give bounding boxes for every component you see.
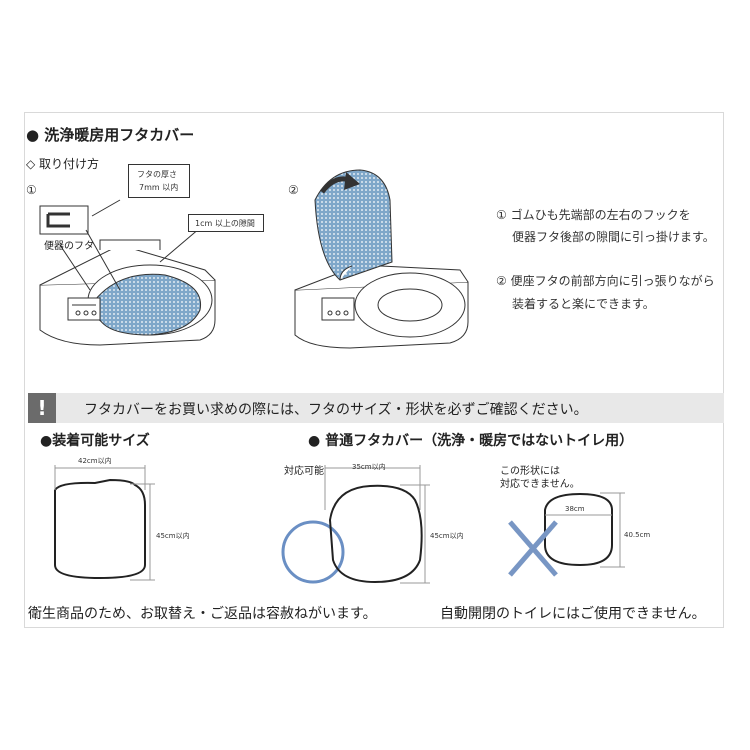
step1-number: ① — [26, 183, 37, 197]
step1-callout-lines — [39, 199, 201, 291]
footer-right-note: 自動開閉のトイレにはご使用できません。 — [440, 606, 706, 622]
incompatible-height-label: 40.5cm — [624, 531, 651, 539]
instruction-line-1: ① ゴムひも先端部の左右のフックを — [496, 208, 691, 222]
content-frame — [24, 112, 724, 628]
compatible-height-label: 45cm以内 — [430, 532, 464, 540]
gap-callout-box: 1cm 以上の隙間 — [188, 214, 264, 232]
incompatible-label-1: この形状には — [500, 466, 560, 477]
compatible-width-label: 35cm以内 — [352, 463, 386, 471]
warning-text: フタカバーをお買い求めの際には、フタのサイズ・形状を必ずご確認ください。 — [84, 402, 588, 418]
fit-size-diagram — [54, 465, 155, 581]
instruction-line-3: ② 便座フタの前部方向に引っ張りながら — [496, 274, 715, 288]
compatible-label: 対応可能 — [284, 466, 324, 477]
fit-size-title: ●装着可能サイズ — [40, 433, 150, 449]
incompatible-diagram — [508, 492, 625, 577]
thickness-callout-line1: フタの厚さ — [137, 170, 177, 179]
section-title: ● 洗浄暖房用フタカバー — [26, 126, 195, 144]
fit-width-label: 42cm以内 — [78, 457, 112, 465]
incompatible-label-2: 対応できません。 — [500, 479, 580, 490]
toilet-step2-illustration — [294, 169, 469, 349]
thickness-callout-line2: 7mm 以内 — [139, 183, 179, 192]
instruction-line-2: 便器フタ後部の隙間に引っ掛けます。 — [512, 230, 715, 244]
lid-label: 便器のフタ — [44, 241, 94, 252]
warning-bar: ! フタカバーをお買い求めの際には、フタのサイズ・形状を必ずご確認ください。 — [28, 393, 724, 423]
normal-cover-title: ● 普通フタカバー（洗浄・暖房ではないトイレ用） — [308, 433, 634, 449]
gap-callout-text: 1cm 以上の隙間 — [195, 219, 255, 228]
thickness-callout-box: フタの厚さ 7mm 以内 — [128, 164, 190, 198]
pull-arrow-head — [344, 172, 360, 190]
toilet-step1-illustration — [39, 239, 216, 346]
compatible-diagram — [281, 465, 430, 584]
warning-icon: ! — [28, 393, 56, 423]
incompatible-width-label: 38cm — [565, 505, 585, 513]
fit-height-label: 45cm以内 — [156, 532, 190, 540]
instruction-line-4: 装着すると楽にできます。 — [512, 297, 655, 311]
install-label: ◇ 取り付け方 — [26, 157, 100, 171]
step2-number: ② — [288, 183, 299, 197]
footer-left-note: 衛生商品のため、お取替え・ご返品は容赦ねがいます。 — [28, 606, 377, 622]
